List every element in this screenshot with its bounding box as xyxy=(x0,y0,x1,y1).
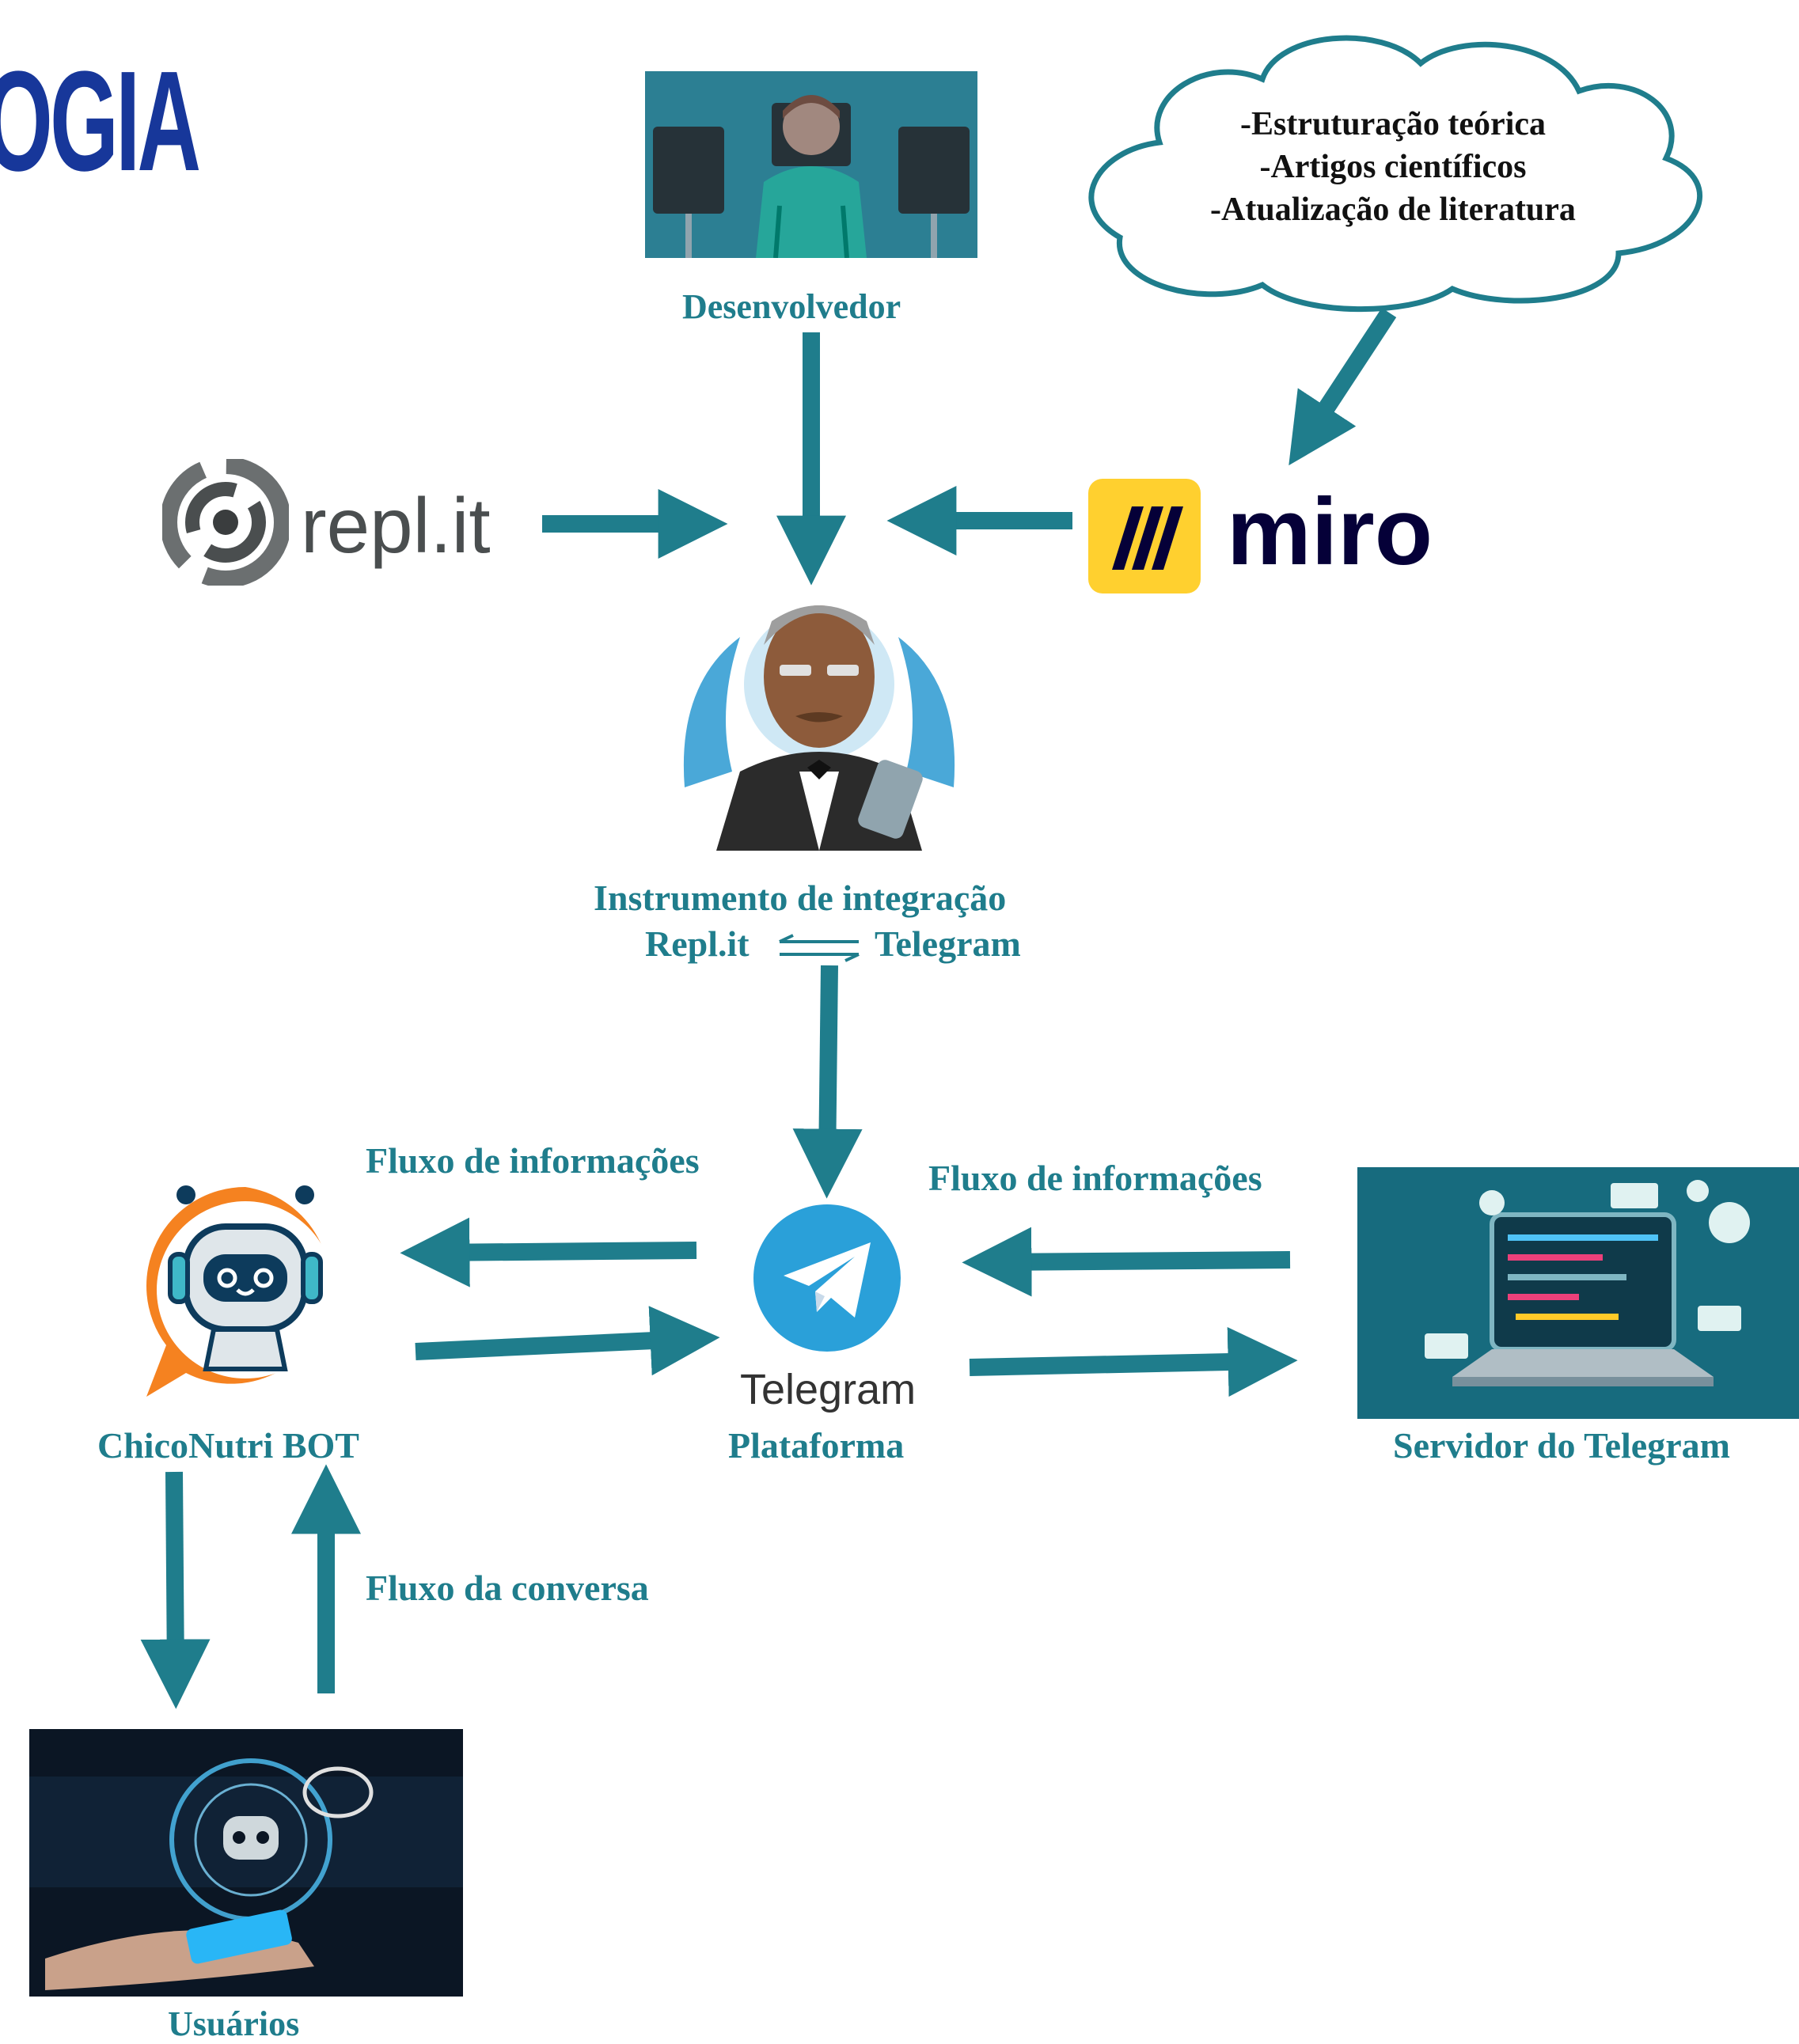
arrow-bot-to-users xyxy=(140,1471,211,1709)
page-title: OGIA xyxy=(0,42,201,201)
developer-label: Desenvolvedor xyxy=(682,287,901,326)
telegram-label: Plataforma xyxy=(728,1425,905,1466)
conversation-flow-label: Fluxo da conversa xyxy=(366,1568,649,1608)
integration-left-label: Repl.it xyxy=(645,923,750,964)
arrow-integration-to-telegram xyxy=(792,965,863,1199)
arrow-cloud-to-miro xyxy=(1289,307,1397,466)
arrow-telegram-to-bot xyxy=(400,1217,697,1287)
bidirectional-arrows-icon xyxy=(779,934,860,962)
miro-logo-icon xyxy=(1088,479,1201,593)
integration-label: Instrumento de integração xyxy=(594,878,1007,918)
flow-label-left: Fluxo de informações xyxy=(366,1140,700,1181)
server-label: Servidor do Telegram xyxy=(1393,1425,1730,1466)
telegram-logo-text: Telegram xyxy=(740,1366,917,1413)
flow-label-right: Fluxo de informações xyxy=(928,1158,1262,1198)
users-illustration xyxy=(29,1729,463,1997)
bot-label: ChicoNutri BOT xyxy=(97,1425,359,1466)
miro-logo: miro xyxy=(1088,479,1468,597)
integration-right-label: Telegram xyxy=(875,923,1021,964)
telegram-logo-icon xyxy=(752,1203,902,1353)
arrow-telegram-to-server xyxy=(969,1327,1298,1397)
cloud-line: -Estruturação teórica xyxy=(1239,106,1547,142)
cloud-line: -Atualização de literatura xyxy=(1210,192,1576,228)
bot-illustration xyxy=(139,1179,352,1401)
miro-logo-text: miro xyxy=(1227,479,1433,585)
developer-illustration xyxy=(645,71,977,259)
replit-logo: repl.it xyxy=(162,459,495,586)
cloud-shape xyxy=(1065,24,1721,317)
integration-illustration xyxy=(669,590,970,851)
users-label: Usuários xyxy=(168,2004,300,2043)
server-illustration xyxy=(1357,1167,1799,1419)
cloud-text: -Estruturação teórica -Artigos científic… xyxy=(1124,103,1662,231)
replit-logo-icon xyxy=(162,459,289,586)
arrow-bot-to-telegram xyxy=(415,1306,720,1376)
arrow-server-to-telegram xyxy=(962,1227,1291,1297)
cloud-line: -Artigos científicos xyxy=(1259,149,1527,185)
replit-logo-text: repl.it xyxy=(301,482,491,569)
